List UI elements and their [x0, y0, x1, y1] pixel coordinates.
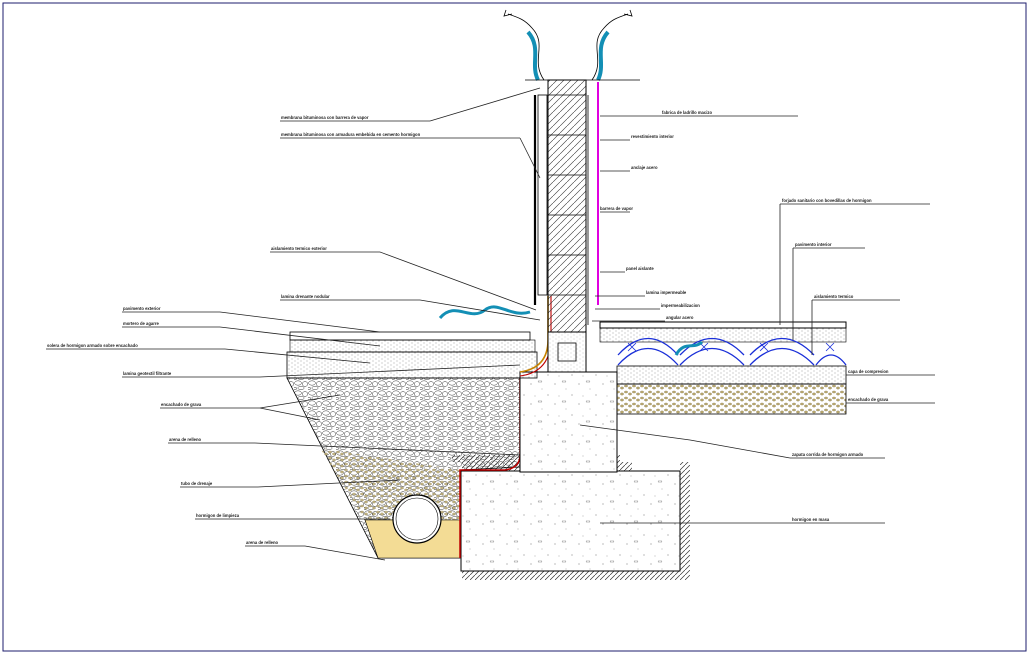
footing-base-dots	[461, 471, 680, 571]
label-vapor-barrier: barrera de vapor	[600, 206, 633, 211]
label-gravel-fill: encachado de grava	[161, 402, 202, 407]
label-floor-finish: pavimento interior	[795, 242, 832, 247]
label-sand-bed: arena de relleno	[246, 540, 279, 545]
brick-wall	[547, 79, 587, 336]
label-waterproof-sheet: impermeabilizacion	[661, 303, 700, 308]
label-insulation-board: panel aislante	[626, 266, 654, 271]
label-base-footing: hormigon en masa	[792, 517, 830, 522]
interior-gravel-bed	[616, 383, 847, 415]
label-paving: pavimento exterior	[123, 306, 161, 311]
label-drainage-sheet: lamina drenante nodular	[281, 294, 330, 299]
drain-pipe-inner	[395, 497, 439, 541]
label-embedded-membrane: membrana bituminosa con armadura embebid…	[281, 132, 421, 137]
drain-pipe	[392, 494, 442, 544]
top-flag-left	[503, 9, 545, 81]
interior-base-slab	[616, 365, 847, 385]
label-footing: zapata corrida de hormigon armado	[792, 452, 864, 457]
exterior-mortar-bed	[289, 339, 536, 353]
beam-rebar-box	[557, 342, 577, 362]
vault-slab	[617, 337, 847, 366]
label-geotextile: lamina geotextil filtrante	[123, 371, 172, 376]
label-base-concrete: solera de hormigon armado sobre encachad…	[47, 343, 138, 348]
label-interior-finish: revestimiento interior	[631, 134, 674, 139]
label-brick-wall: fabrica de ladrillo macizo	[662, 110, 712, 115]
exterior-insulation	[537, 94, 548, 296]
label-sand: arena de relleno	[169, 437, 202, 442]
footing-upper-dots	[520, 372, 617, 472]
label-compression-layer: capa de compresion	[848, 369, 889, 374]
label-floor-slab-note: forjado sanitario con bovedillas de horm…	[782, 198, 872, 203]
label-membrane: membrana bituminosa con barrera de vapor	[281, 115, 369, 120]
drainage-wave-right	[674, 340, 704, 356]
exterior-paving	[289, 331, 531, 341]
label-angle-detail: angular acero	[666, 315, 694, 320]
label-reinforcing: anclaje acero	[631, 165, 658, 170]
label-mortar-bed: mortero de agarre	[123, 321, 160, 326]
label-gravel-bed: encachado de grava	[848, 397, 889, 402]
wall-base-beam-dots	[548, 332, 586, 372]
top-flag-right	[591, 9, 633, 81]
label-exterior-insulation: aislamiento termico exterior	[271, 246, 327, 251]
label-drain-pipe: tubo de drenaje	[181, 481, 213, 486]
label-floor-insulation: aislamiento termico	[814, 294, 854, 299]
label-dpc-strip: lamina impermeable	[646, 290, 687, 295]
leader-lines	[46, 87, 935, 561]
brick-courses	[548, 94, 586, 296]
floor-finish	[599, 321, 847, 329]
label-clean-concrete: hormigon de limpieza	[196, 513, 240, 518]
drainage-wave-left	[438, 305, 531, 320]
